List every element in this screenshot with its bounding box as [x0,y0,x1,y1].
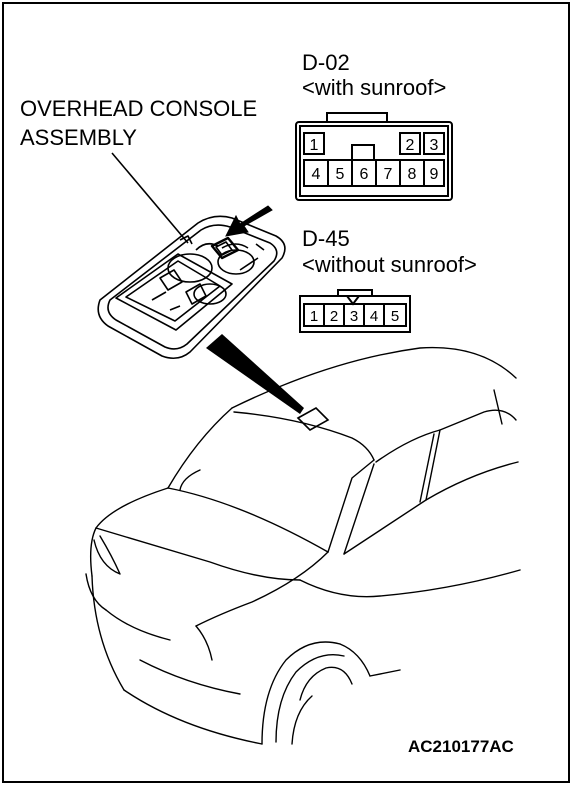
d02-pin-label: 2 [406,137,415,154]
assembly-label-line2: ASSEMBLY [20,125,137,150]
d45-pin-label: 4 [370,308,378,325]
d02-pin-label: 4 [312,166,321,183]
d02-connector-note: <with sunroof> [302,75,447,100]
vehicle-outline [85,346,521,745]
d45-connector-code: D-45 [302,226,350,251]
figure-code: AC210177AC [408,737,514,756]
d02-pin-label: 5 [336,166,345,183]
overhead-console-drawing [97,152,286,360]
d02-pin-1-cell [303,132,325,155]
d45-pin-label: 3 [350,308,358,325]
console-location-marker [296,407,330,431]
d02-pin-label: 9 [430,166,439,183]
assembly-label-line1: OVERHEAD CONSOLE [20,96,258,121]
d45-pin-label: 2 [330,308,338,325]
pointer-arrow-icon [225,205,273,237]
location-beam [206,334,304,414]
d45-pin-label: 1 [310,308,318,325]
d45-connector [299,289,411,333]
d02-pin-label: 6 [360,166,369,183]
d02-pin-label: 1 [310,137,319,154]
d02-pin-2-cell [399,132,421,155]
d02-pin-label: 8 [408,166,417,183]
figure-frame [2,2,570,783]
d02-connector [295,112,453,201]
d02-pin-label: 7 [384,166,393,183]
d45-connector-note: <without sunroof> [302,252,477,277]
d02-connector-code: D-02 [302,50,350,75]
d45-pin-label: 5 [391,308,399,325]
d02-pin-3-cell [423,132,445,155]
d02-pin-label: 3 [430,137,439,154]
lock-triangle-icon [345,295,361,306]
